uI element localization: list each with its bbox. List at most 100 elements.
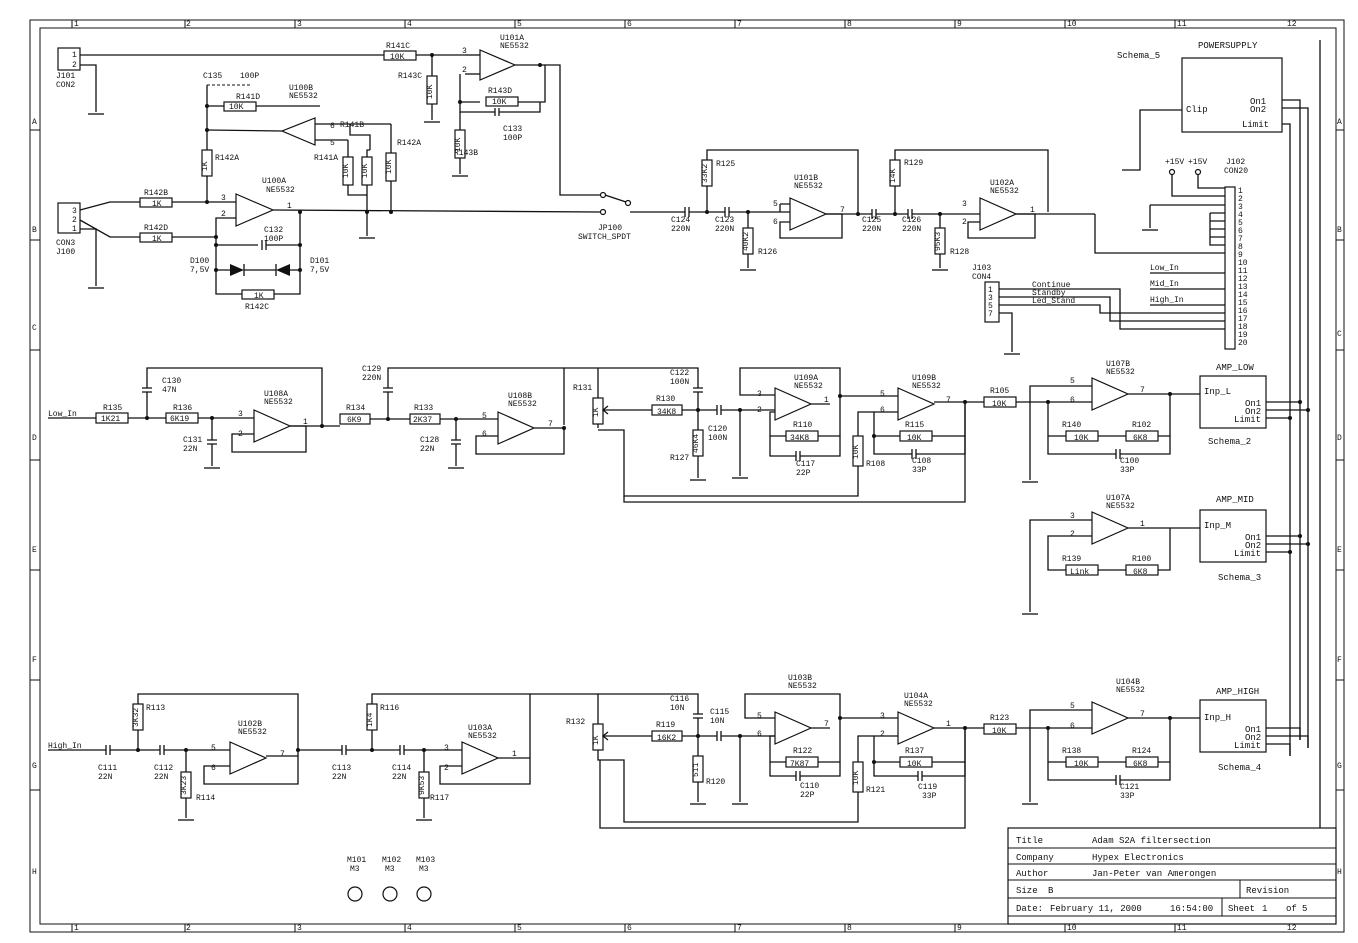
r121-ref: R121 xyxy=(866,786,885,795)
u100a-ref: U100A xyxy=(262,177,286,186)
r141a-val: 10K xyxy=(342,163,351,178)
r119-val: 16K2 xyxy=(657,734,676,743)
col-marker: 2 xyxy=(186,924,191,933)
r102-ref: R102 xyxy=(1132,421,1151,430)
opamp-u107b xyxy=(1091,377,1130,411)
port-limit: Limit xyxy=(1242,120,1269,130)
mount-hole-icon xyxy=(416,886,432,902)
r140-val: 10K xyxy=(1074,434,1089,443)
c126-ref: C126 xyxy=(902,216,921,225)
u101b-ref: U101B xyxy=(794,174,818,183)
d101-val: 7,5V xyxy=(310,266,329,275)
r138-ref: R138 xyxy=(1062,747,1081,756)
u102b-type: NE5532 xyxy=(238,728,267,737)
u100a-type: NE5532 xyxy=(266,186,295,195)
r143d-ref: R143D xyxy=(488,87,512,96)
col-marker: 5 xyxy=(517,924,522,933)
r120-val: 511 xyxy=(692,762,701,777)
j100-type: CON3 xyxy=(56,239,75,248)
pin: 12 xyxy=(1238,275,1248,284)
col-marker: 1 xyxy=(74,20,79,29)
pin: 9 xyxy=(1238,251,1243,260)
svg-text:5: 5 xyxy=(880,390,885,399)
c110-val: 22P xyxy=(800,791,815,800)
net-low-in: Low_In xyxy=(1150,264,1179,273)
r122-val: 7K87 xyxy=(790,760,809,769)
amp-high-block xyxy=(1199,699,1267,753)
u104a-type: NE5532 xyxy=(904,700,933,709)
svg-text:6: 6 xyxy=(773,218,778,227)
svg-text:6: 6 xyxy=(1070,396,1075,405)
u107a-ref: U107A xyxy=(1106,494,1130,503)
opamp-u108b xyxy=(497,411,536,445)
u100b-ref: U100B xyxy=(289,84,313,93)
net-high-in-left: High_In xyxy=(48,742,82,751)
r136-val: 6K19 xyxy=(170,415,189,424)
author-label: Author xyxy=(1016,869,1048,879)
col-marker: 12 xyxy=(1287,20,1297,29)
col-marker: 10 xyxy=(1067,20,1077,29)
r116-val: 1K4 xyxy=(366,712,375,727)
net-standby: Standby xyxy=(1032,289,1066,298)
r113-val: 3K32 xyxy=(132,708,141,727)
col-marker: 10 xyxy=(1067,924,1077,933)
c129-val: 220N xyxy=(362,374,381,383)
col-marker: 7 xyxy=(737,924,742,933)
r119-ref: R119 xyxy=(656,721,675,730)
svg-text:2: 2 xyxy=(221,210,226,219)
row-marker: E xyxy=(32,546,37,555)
col-marker: 9 xyxy=(957,924,962,933)
j101-type: CON2 xyxy=(56,81,75,90)
pin: 17 xyxy=(1238,315,1248,324)
amp-high-inp: Inp_H xyxy=(1204,713,1231,723)
r133-val: 2K37 xyxy=(413,416,432,425)
connector-j101 xyxy=(57,47,81,71)
r113-ref: R113 xyxy=(146,704,165,713)
company-value: Hypex Electronics xyxy=(1092,853,1184,863)
opamp-u104b xyxy=(1091,701,1130,735)
r123-val: 10K xyxy=(992,727,1007,736)
c111-ref: C111 xyxy=(98,764,117,773)
c121-ref: C121 xyxy=(1120,783,1139,792)
c112-val: 22N xyxy=(154,773,169,782)
row-marker: F xyxy=(32,656,37,665)
c119-val: 33P xyxy=(922,792,937,801)
r141b-val: 10K xyxy=(361,163,370,178)
svg-text:2: 2 xyxy=(72,61,77,70)
amp-mid-inp: Inp_M xyxy=(1204,521,1231,531)
c131-ref: C131 xyxy=(183,436,202,445)
amp-high-on2: On2 xyxy=(1245,733,1261,743)
c133-ref: C133 xyxy=(503,125,522,134)
svg-text:3: 3 xyxy=(444,744,449,753)
date-value: February 11, 2000 xyxy=(1050,904,1142,914)
amp-high-limit: Limit xyxy=(1234,741,1261,751)
r143b-ref: R143B xyxy=(454,149,478,158)
of-label: of xyxy=(1286,904,1297,914)
row-marker: B xyxy=(1337,226,1342,235)
c117-ref: C117 xyxy=(796,460,815,469)
author-value: Jan-Peter van Amerongen xyxy=(1092,869,1216,879)
pin: 20 xyxy=(1238,339,1248,348)
net-low-in-left: Low_In xyxy=(48,410,77,419)
c130-val: 47N xyxy=(162,386,177,395)
c114-val: 22N xyxy=(392,773,407,782)
svg-text:3: 3 xyxy=(880,712,885,721)
svg-text:3: 3 xyxy=(221,194,226,203)
net-continue: Continue xyxy=(1032,281,1071,290)
svg-text:3: 3 xyxy=(462,47,467,56)
title-block: Title Adam S2A filtersection Company Hyp… xyxy=(1007,827,1337,925)
title-value: Adam S2A filtersection xyxy=(1092,836,1211,846)
r127-ref: R127 xyxy=(670,454,689,463)
r137-ref: R137 xyxy=(905,747,924,756)
r142a-val: 1K xyxy=(201,161,210,171)
c132-val: 100P xyxy=(264,235,283,244)
opamp-u103b xyxy=(774,711,813,745)
svg-text:2: 2 xyxy=(444,764,449,773)
m101-ref: M101 xyxy=(347,856,366,865)
svg-text:7: 7 xyxy=(988,310,993,319)
c123-val: 220N xyxy=(715,225,734,234)
amp-mid-title: AMP_MID xyxy=(1216,495,1254,505)
svg-text:1: 1 xyxy=(1030,206,1035,215)
c128-ref: C128 xyxy=(420,436,439,445)
row-marker: F xyxy=(1337,656,1342,665)
